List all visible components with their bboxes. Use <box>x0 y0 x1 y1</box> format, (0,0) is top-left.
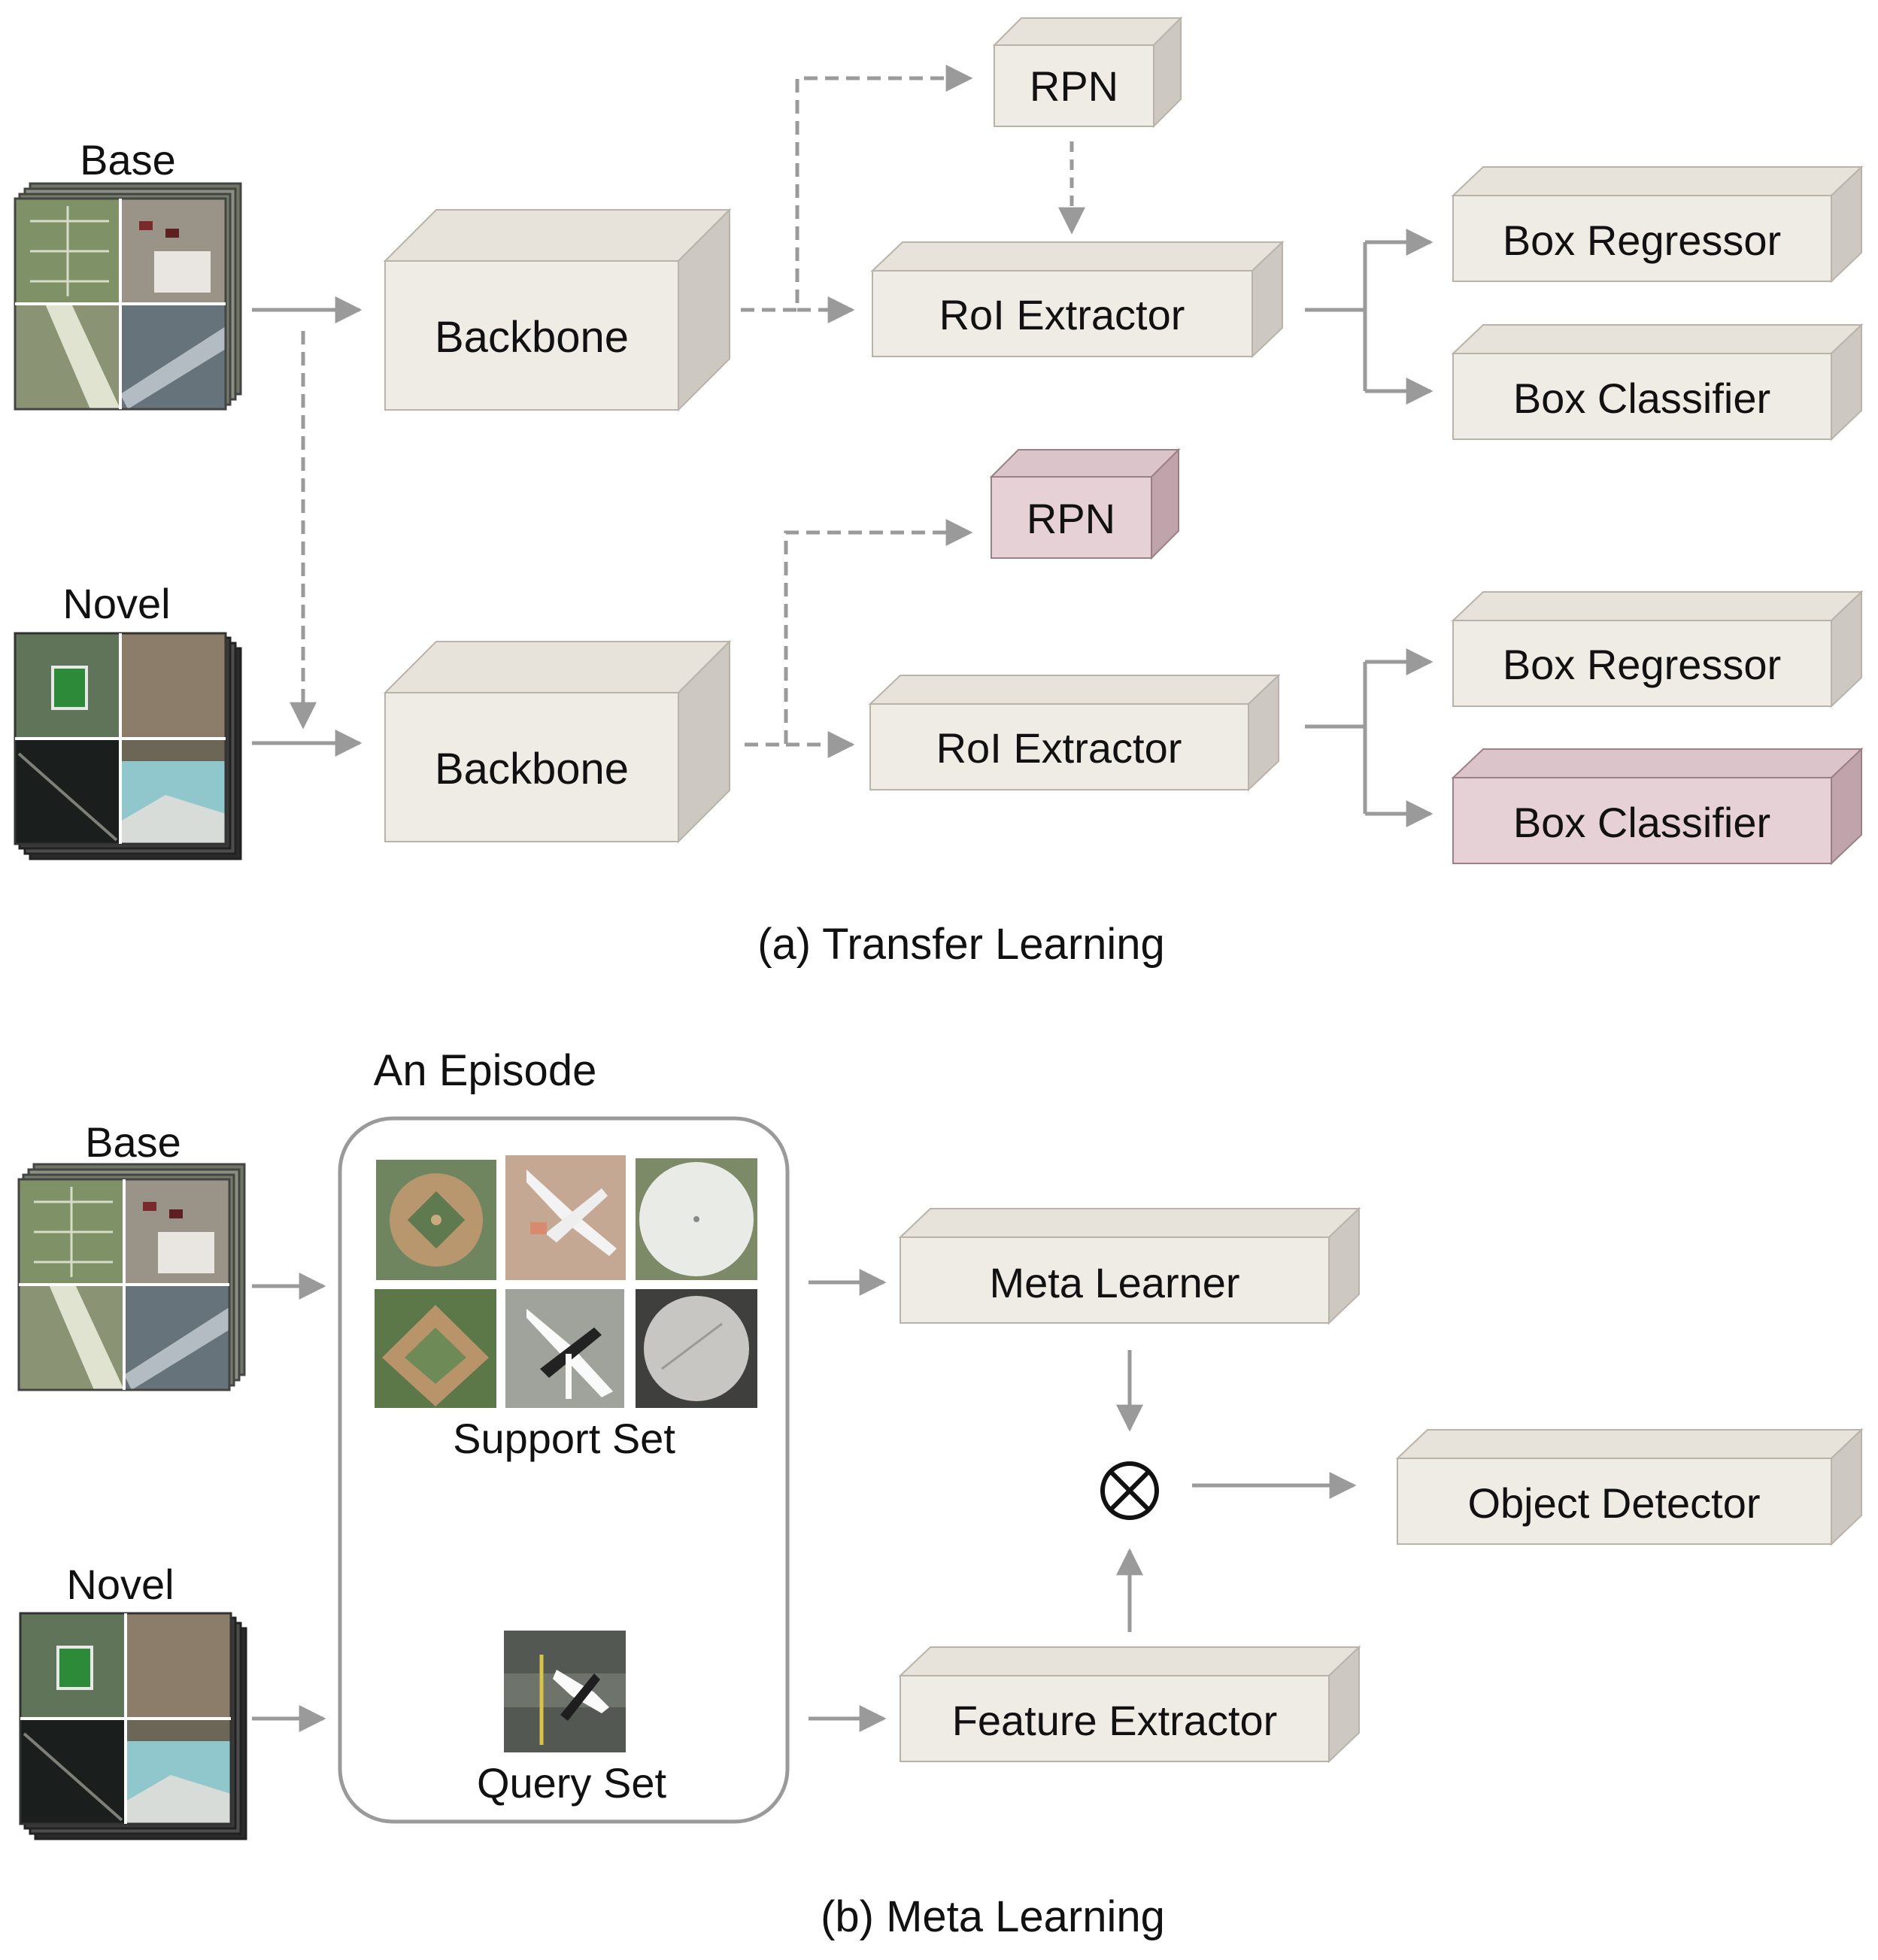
support-thumb-baseball-2 <box>375 1289 496 1408</box>
novel-box-regressor: Box Regressor <box>1451 590 1864 708</box>
base-roi-extractor-box: RoI Extractor <box>870 240 1285 359</box>
meta-learning-section: An Episode Base Novel <box>17 1046 1864 1941</box>
support-thumb-tank-1 <box>636 1158 757 1280</box>
transfer-learning-section: Base Novel Backbone RPN RoI Extractor <box>14 16 1864 969</box>
support-thumb-tank-2 <box>636 1289 757 1408</box>
base-box-regressor: Box Regressor <box>1451 165 1864 284</box>
novel-rpn-box: RPN <box>989 448 1181 560</box>
base-image-stack-a <box>14 182 242 411</box>
base-backbone-box: Backbone <box>383 208 732 412</box>
base-rpn-label: RPN <box>1030 62 1118 110</box>
novel-label-b: Novel <box>66 1561 174 1608</box>
novel-roi-extractor-box: RoI Extractor <box>868 673 1281 792</box>
base-rpn-box: RPN <box>992 16 1183 129</box>
base-box-regressor-label: Box Regressor <box>1503 217 1781 264</box>
object-detector-box: Object Detector <box>1395 1428 1864 1546</box>
transfer-learning-caption: (a) Transfer Learning <box>757 920 1165 969</box>
base-image-stack-b <box>17 1163 246 1391</box>
transfer-arrows <box>252 65 1434 827</box>
meta-arrows <box>252 1269 1357 1732</box>
novel-backbone-box: Backbone <box>383 639 732 844</box>
episode-container <box>338 1116 790 1824</box>
novel-image-stack-b <box>19 1612 247 1840</box>
support-set-label: Support Set <box>453 1415 675 1462</box>
meta-learner-label: Meta Learner <box>989 1259 1239 1306</box>
novel-box-classifier-label: Box Classifier <box>1513 799 1770 846</box>
object-detector-label: Object Detector <box>1467 1479 1760 1527</box>
novel-backbone-label: Backbone <box>435 745 629 793</box>
support-thumb-airplane-1 <box>505 1155 626 1280</box>
base-box-classifier-label: Box Classifier <box>1513 375 1770 422</box>
novel-label-a: Novel <box>62 580 170 627</box>
combine-operator-icon <box>1100 1461 1159 1520</box>
novel-box-regressor-label: Box Regressor <box>1503 641 1781 688</box>
support-thumb-airplane-2 <box>505 1289 624 1408</box>
support-set-images <box>375 1155 757 1408</box>
novel-image-stack-a <box>14 632 242 860</box>
query-set-image <box>504 1631 626 1752</box>
base-label-a: Base <box>80 136 176 184</box>
query-set-label: Query Set <box>477 1759 667 1807</box>
feature-extractor-box: Feature Extractor <box>898 1645 1361 1764</box>
base-roi-extractor-label: RoI Extractor <box>939 291 1185 338</box>
base-backbone-label: Backbone <box>435 313 629 362</box>
feature-extractor-label: Feature Extractor <box>952 1697 1278 1744</box>
base-label-b: Base <box>85 1118 181 1166</box>
novel-rpn-label: RPN <box>1027 495 1115 542</box>
novel-box-classifier: Box Classifier <box>1451 747 1864 866</box>
episode-label: An Episode <box>374 1046 597 1095</box>
combine-operator <box>1100 1461 1159 1520</box>
meta-learning-caption: (b) Meta Learning <box>821 1892 1165 1941</box>
base-box-classifier: Box Classifier <box>1451 323 1864 441</box>
support-thumb-baseball-1 <box>376 1160 496 1280</box>
meta-learner-box: Meta Learner <box>898 1206 1361 1325</box>
novel-roi-extractor-label: RoI Extractor <box>936 724 1182 772</box>
